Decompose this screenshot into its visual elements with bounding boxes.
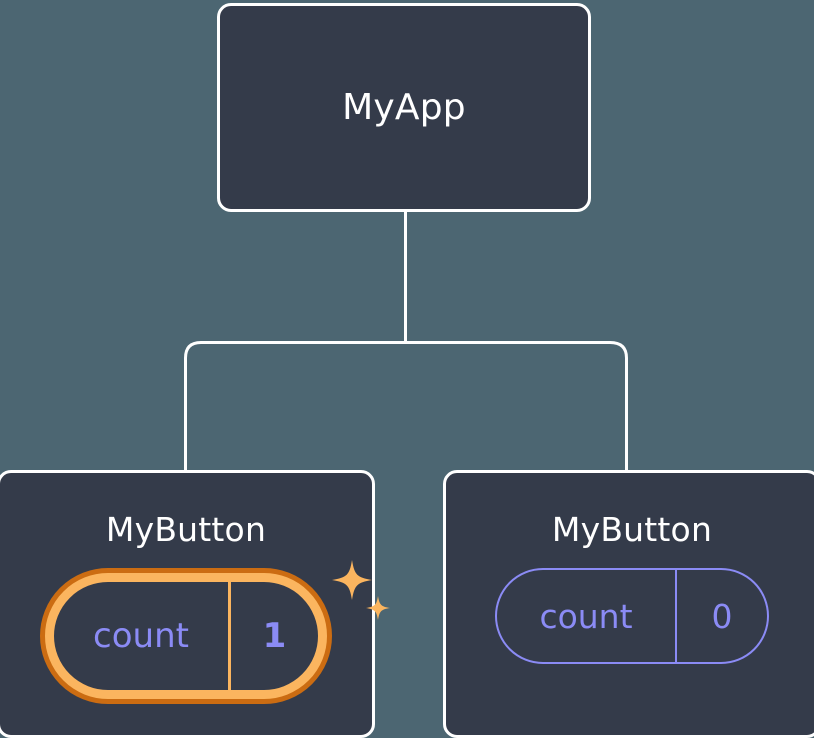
connector-bus [184,341,628,470]
sparkles-icon [332,560,390,620]
state-name-left: count [93,616,189,656]
node-mybutton-right-title: MyButton [551,510,713,549]
state-pill-left[interactable]: count 1 [40,568,332,704]
state-value-right: 0 [675,570,767,662]
sparkle-large-icon [332,560,372,600]
node-mybutton-left[interactable]: MyButton count 1 [0,470,390,738]
state-pill-right-wrap: count 0 [495,568,769,664]
node-myapp[interactable]: MyApp [217,3,591,212]
node-myapp-title: MyApp [342,86,466,128]
node-mybutton-right[interactable]: MyButton count 0 [443,470,814,738]
state-pill-left-inner: count 1 [45,573,327,699]
state-name-right: count [539,596,633,636]
state-value-left: 1 [228,582,318,690]
sparkle-small-icon [366,596,390,620]
state-pill-left-wrap: count 1 [40,560,390,704]
state-pill-right[interactable]: count 0 [495,568,769,664]
node-mybutton-left-title: MyButton [105,510,267,549]
